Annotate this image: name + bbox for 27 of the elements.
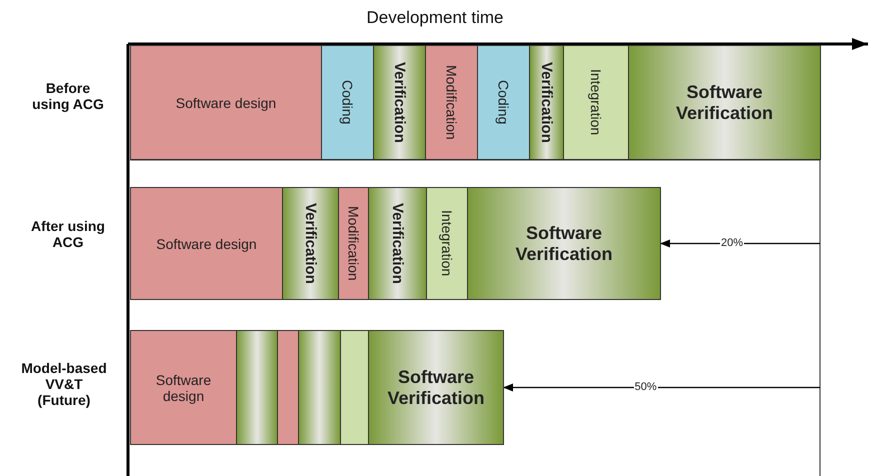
phase-block (236, 330, 278, 445)
axis-title: Development time (365, 8, 504, 28)
phase-block: Software Verification (628, 45, 821, 160)
arrow (503, 384, 820, 392)
phase-block: Software Verification (368, 330, 504, 445)
phase-block: Verification (529, 45, 564, 160)
phase-block: Coding (321, 45, 374, 160)
phase-block (298, 330, 341, 445)
phase-block: Verification (368, 187, 427, 300)
phase-block: Software design (130, 187, 283, 300)
phase-block (340, 330, 369, 445)
edge-label: 20% (720, 236, 744, 250)
phase-block: Integration (426, 187, 468, 300)
phase-block: Verification (373, 45, 426, 160)
phase-block (277, 330, 299, 445)
phase-block: Modification (425, 45, 478, 160)
phase-block: Modification (338, 187, 369, 300)
phase-block: Software Verification (467, 187, 661, 300)
phase-block: Verification (282, 187, 339, 300)
phase-block: Integration (563, 45, 629, 160)
edge-label: 50% (634, 380, 658, 394)
phase-block: Software design (130, 330, 237, 445)
row-label: Model-based VV&T (Future) (20, 360, 108, 408)
phase-block: Coding (477, 45, 530, 160)
phase-block: Software design (130, 45, 322, 160)
row-label: Before using ACG (31, 80, 105, 112)
row-label: After using ACG (30, 218, 106, 250)
